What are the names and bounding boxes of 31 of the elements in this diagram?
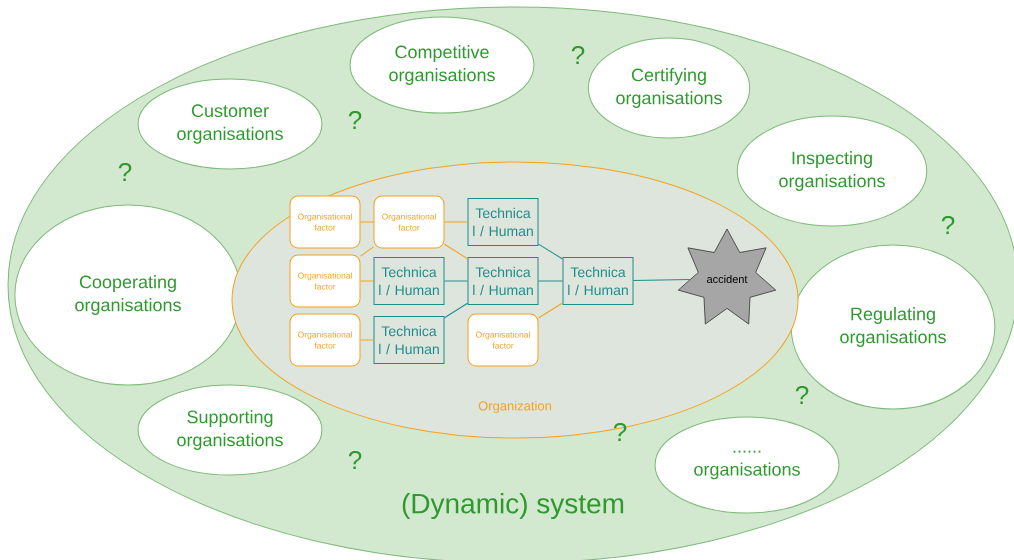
connector-line [360, 246, 374, 257]
question-mark: ? [613, 422, 627, 442]
connector-line [444, 243, 468, 260]
factor-box: Organisational factor [289, 254, 361, 308]
connector-line [360, 280, 374, 282]
factor-box: Organisational factor [373, 195, 445, 249]
factor-box: Organisational factor [289, 313, 361, 367]
factor-box: Organisational factor [467, 313, 539, 367]
accident-star: accident [677, 228, 777, 325]
connector-line [444, 221, 468, 223]
question-mark: ? [571, 45, 585, 65]
technical-human-box: Technica l / Human [373, 316, 445, 364]
connector-line [538, 302, 563, 319]
connector-line [538, 280, 563, 282]
technical-human-box: Technica l / Human [467, 257, 539, 305]
technical-human-box: Technica l / Human [562, 257, 634, 305]
connector-line [360, 221, 374, 223]
system-label: (Dynamic) system [402, 492, 624, 520]
connector-line [360, 339, 374, 341]
connector-line [444, 280, 468, 282]
factor-box: Organisational factor [289, 195, 361, 249]
connector-line [633, 279, 691, 281]
technical-human-box: Technica l / Human [373, 257, 445, 305]
connector-line [444, 302, 468, 319]
question-mark: ? [118, 162, 132, 182]
technical-human-box: Technica l / Human [467, 198, 539, 246]
connector-line [538, 243, 563, 260]
question-mark: ? [941, 215, 955, 235]
question-mark: ? [348, 450, 362, 470]
question-mark: ? [795, 385, 809, 405]
organization-label: Organization [478, 400, 551, 414]
